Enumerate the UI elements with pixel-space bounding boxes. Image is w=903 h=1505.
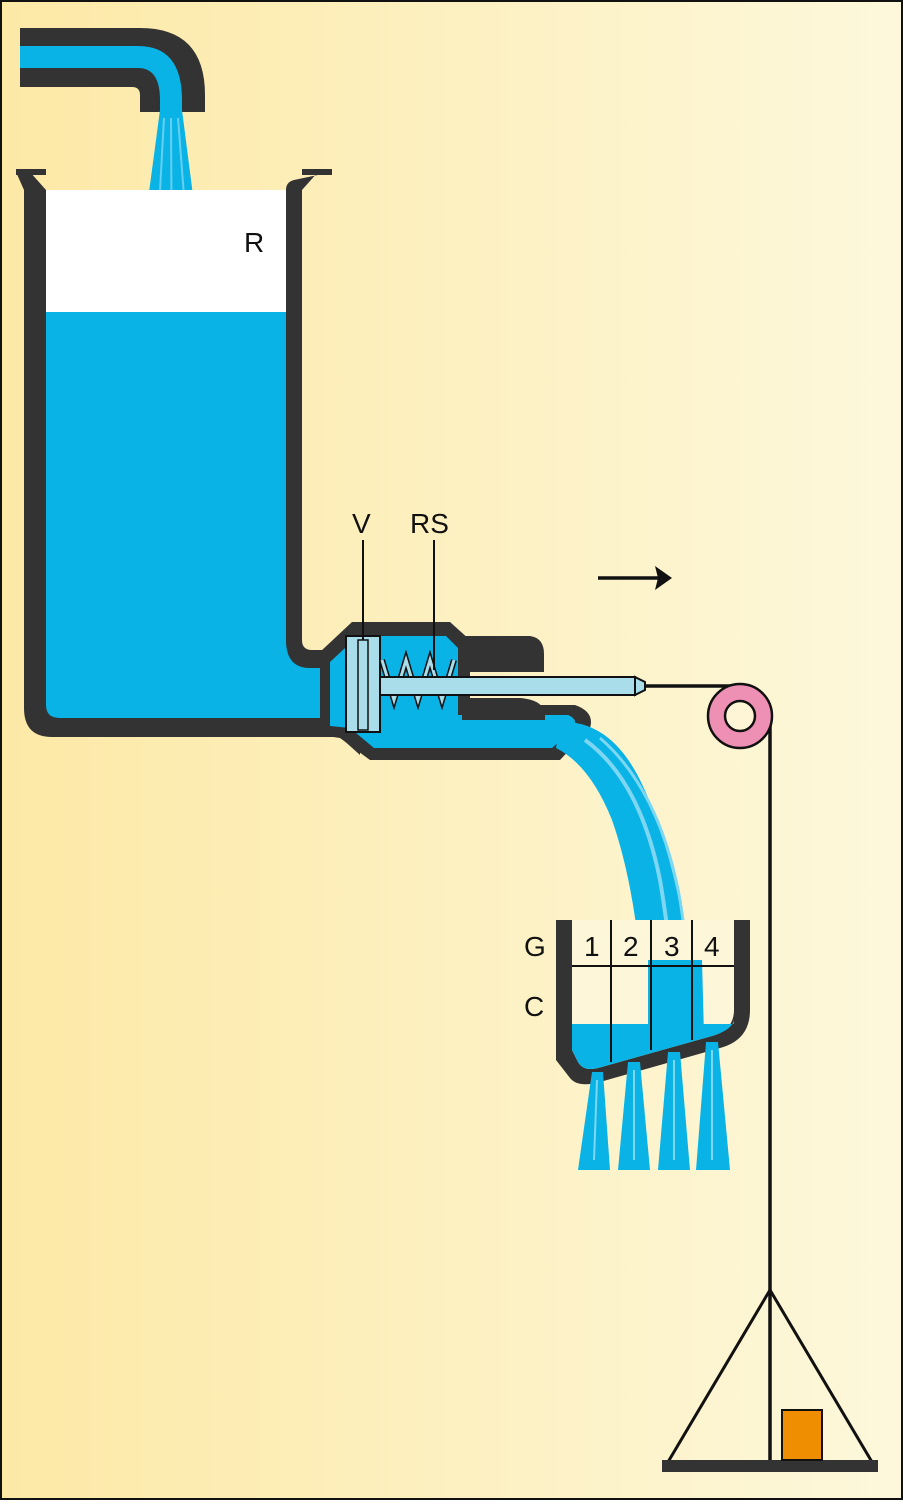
label-grid: G	[524, 931, 546, 962]
rod-guide-block	[462, 636, 545, 720]
label-valve: V	[352, 508, 371, 539]
spring	[379, 649, 457, 711]
graduated-container	[556, 920, 750, 1170]
weight-pan	[662, 1289, 878, 1472]
label-compartment-2: 2	[623, 931, 639, 962]
label-compartment-1: 1	[584, 931, 600, 962]
label-reservoir: R	[244, 227, 264, 258]
inlet-pipe	[20, 28, 205, 112]
pulley	[706, 682, 774, 750]
label-compartment-3: 3	[664, 931, 680, 962]
label-container: C	[524, 991, 544, 1022]
label-compartment-4: 4	[704, 931, 720, 962]
reservoir	[16, 169, 360, 755]
plunger-rod	[379, 675, 646, 697]
label-spring: RS	[410, 508, 449, 539]
weight-block	[781, 1409, 823, 1461]
cord	[645, 684, 772, 1460]
direction-arrow	[598, 566, 672, 590]
valve-disk	[345, 635, 381, 733]
